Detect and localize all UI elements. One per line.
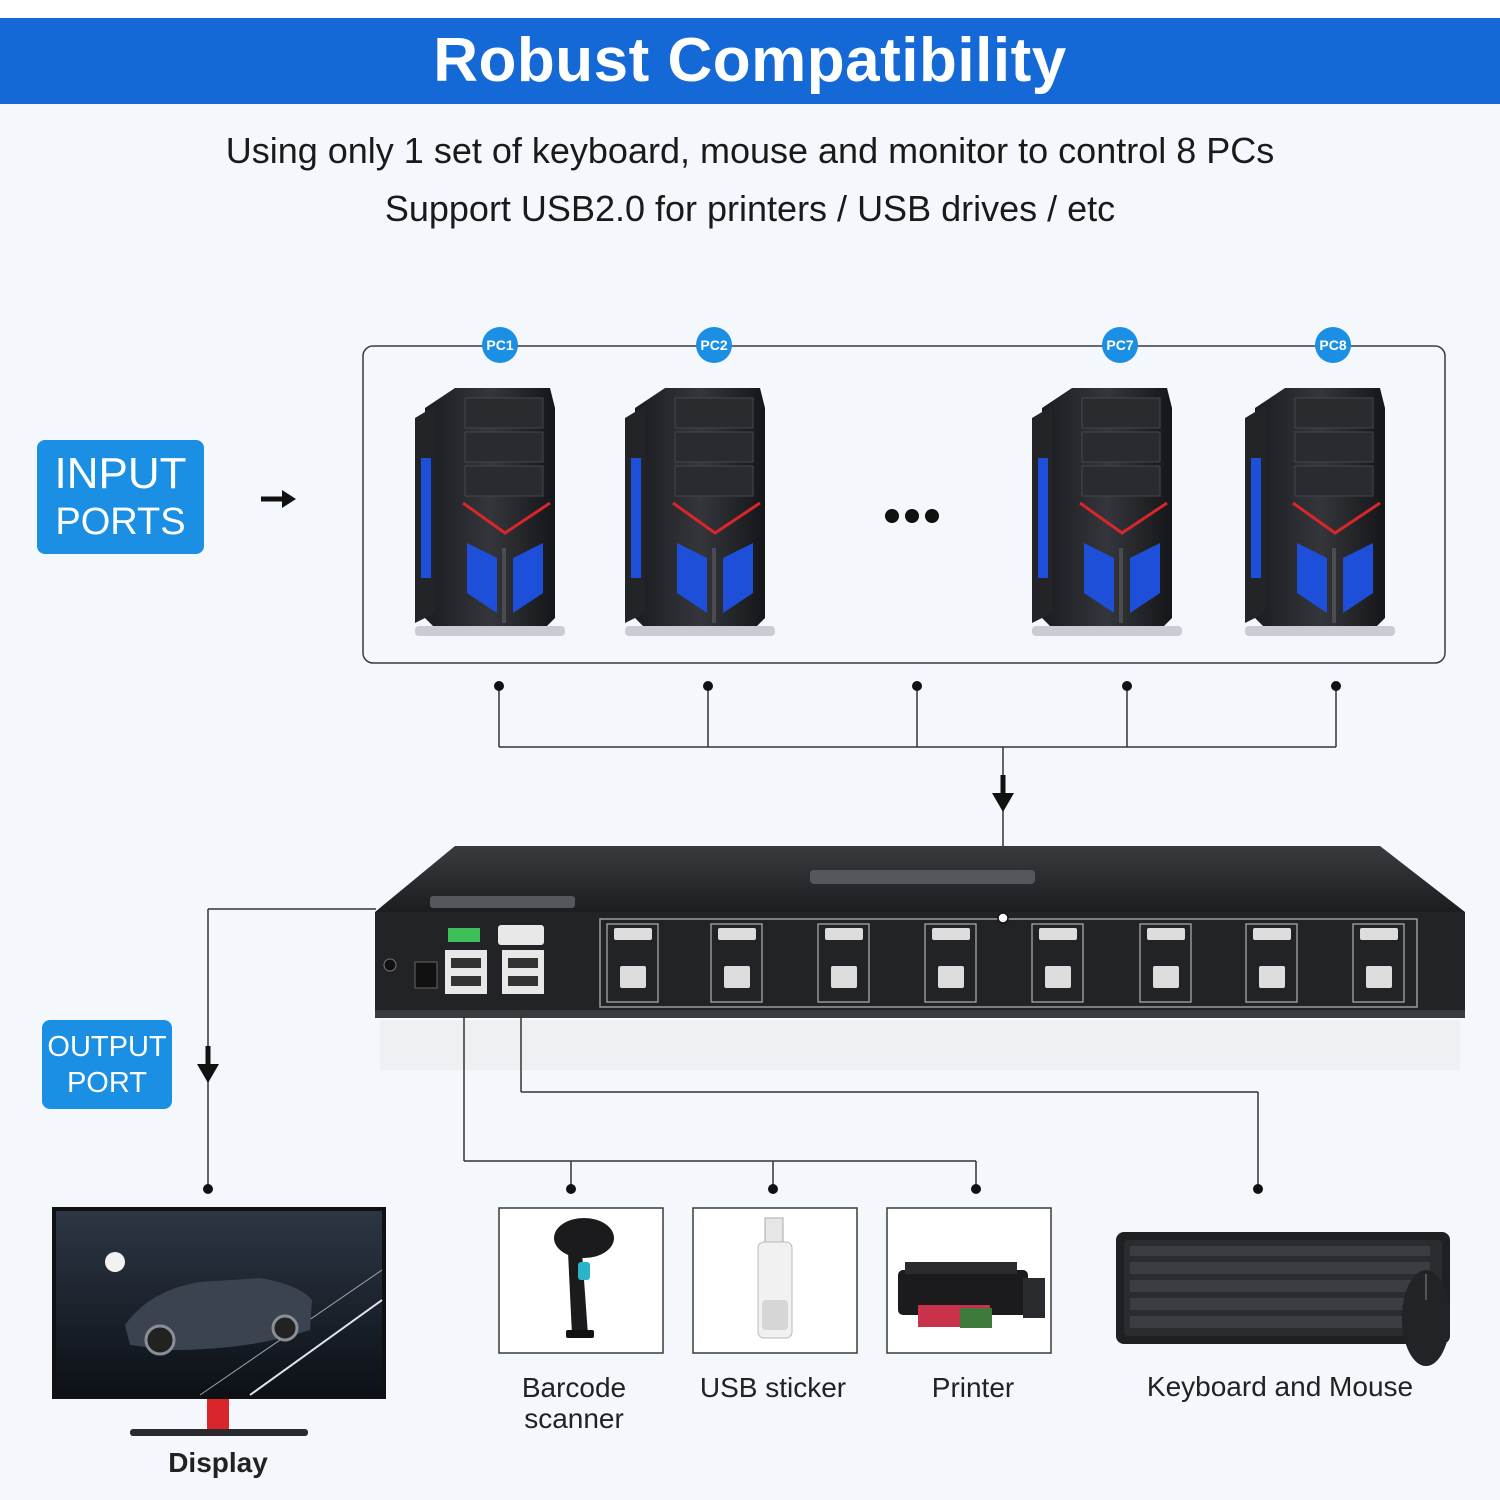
- arrow-down-icon: [992, 775, 1014, 812]
- input-badge-line1: INPUT: [54, 449, 187, 498]
- barcode-label-line1: Barcode: [521, 1372, 627, 1403]
- keyboard-and-mouse-label: Keyboard and Mouse: [1146, 1371, 1414, 1402]
- barcode-scanner-label: Barcode scanner: [484, 1372, 664, 1434]
- input-pc-frame: [362, 345, 1446, 664]
- pc-tower-icon: [1030, 386, 1184, 638]
- pc-tower-icon: [413, 386, 567, 638]
- pc-tower-icon: [1243, 386, 1397, 638]
- output-port-badge: OUTPUT PORT: [42, 1020, 172, 1109]
- page-title: Robust Compatibility: [433, 26, 1067, 95]
- display-monitor-icon: [52, 1207, 386, 1436]
- input-badge-line2: PORTS: [55, 501, 186, 543]
- mouse-icon: [1402, 1270, 1450, 1366]
- kvm-switch-icon: [375, 846, 1465, 1070]
- output-badge-line2: PORT: [66, 1067, 148, 1099]
- display-label: Display: [168, 1447, 268, 1478]
- pc-tower-icon: [623, 386, 777, 638]
- barcode-label-line2: scanner: [524, 1403, 624, 1434]
- arrow-right-icon: [261, 490, 296, 508]
- ellipsis-more-pcs: [885, 509, 939, 523]
- pc-tag-pc7: PC7: [1102, 327, 1138, 363]
- arrow-down-icon: [197, 1046, 219, 1083]
- printer-label: Printer: [931, 1372, 1015, 1403]
- usb-sticker-label: USB sticker: [699, 1372, 847, 1403]
- usb-drive-icon: [757, 1217, 793, 1339]
- input-ports-badge: INPUT PORTS: [37, 440, 204, 554]
- pc-tag-pc8: PC8: [1315, 327, 1351, 363]
- title-bar: [0, 18, 1500, 104]
- subtitle-usb-support: Support USB2.0 for printers / USB drives…: [384, 188, 1116, 229]
- keyboard-icon: [1116, 1232, 1450, 1344]
- barcode-scanner-icon: [554, 1218, 614, 1338]
- pc-port-columns: [606, 923, 1405, 1003]
- pc-tag-pc2: PC2: [696, 327, 732, 363]
- top-margin: [0, 0, 1500, 18]
- output-badge-line1: OUTPUT: [47, 1031, 167, 1063]
- pc-tag-pc1: PC1: [482, 327, 518, 363]
- printer-icon: [898, 1262, 1045, 1328]
- subtitle-control-pcs: Using only 1 set of keyboard, mouse and …: [225, 130, 1275, 171]
